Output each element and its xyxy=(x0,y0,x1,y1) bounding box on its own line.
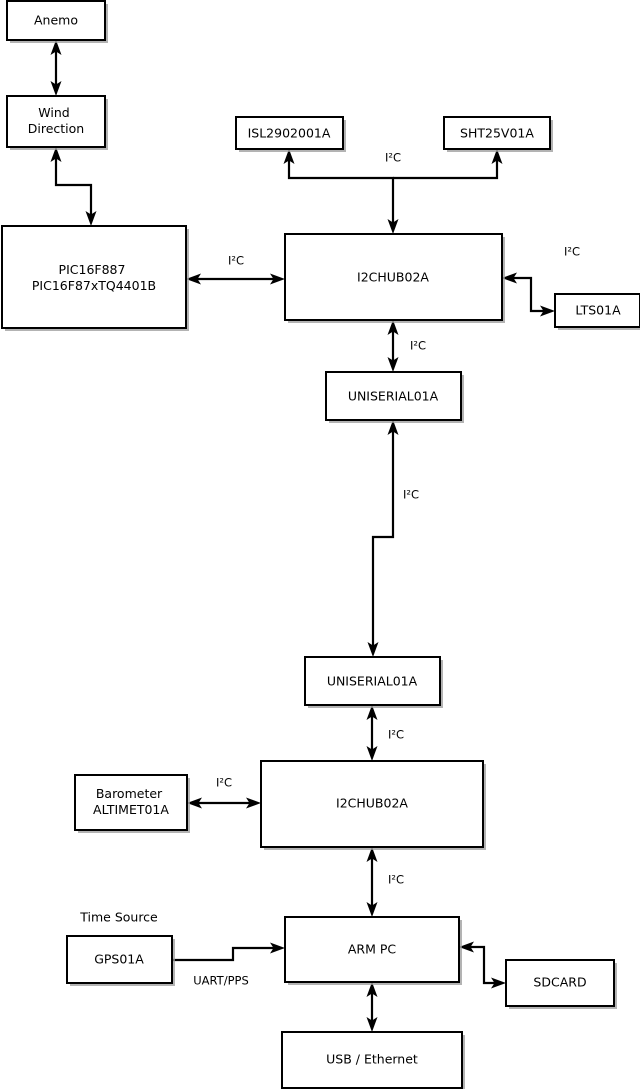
arrow-head-right xyxy=(491,977,506,989)
arrow-head-up xyxy=(366,982,378,997)
node-usb-ethernet[interactable]: USB / Ethernet xyxy=(281,1031,465,1089)
arrow-head-right xyxy=(270,273,285,285)
node-i2chub02a-top[interactable]: I2CHUB02A xyxy=(284,233,505,323)
node-label-isl2902001a: ISL2902001A xyxy=(248,126,331,141)
edge-label-hub-lts: I²C xyxy=(564,245,580,259)
arrow-head-down xyxy=(85,211,97,226)
arrow-head-down xyxy=(387,357,399,372)
edge-anemo-wind-direction[interactable] xyxy=(50,40,62,96)
node-label-uniserial01a-top: UNISERIAL01A xyxy=(348,389,439,404)
edge-uniserial-bottom-i2chub-bottom[interactable]: I²C xyxy=(366,705,405,761)
edge-label-uniserial-hub2: I²C xyxy=(388,728,404,742)
arrow-head-down xyxy=(366,746,378,761)
node-label-anemo: Anemo xyxy=(34,13,78,28)
edge-label-hub-uniserial: I²C xyxy=(410,339,426,353)
edge-arm-pc-usb-ethernet[interactable] xyxy=(366,982,378,1032)
edge-barometer-i2chub-bottom[interactable]: I²C xyxy=(187,776,261,809)
node-isl2902001a[interactable]: ISL2902001A xyxy=(235,116,346,152)
arrow-head-left xyxy=(186,273,201,285)
edge-arm-pc-sdcard[interactable] xyxy=(459,941,506,989)
node-label-gps01a: GPS01A xyxy=(94,952,144,967)
arrow-head-up-isl xyxy=(283,149,295,164)
edges-layer: I²C I²C I²C xyxy=(50,40,580,1032)
arrow-head-up xyxy=(50,40,62,55)
node-sdcard[interactable]: SDCARD xyxy=(505,959,617,1009)
node-barometer-altimet01a[interactable]: Barometer ALTIMET01A xyxy=(74,774,190,833)
arrow-head-up xyxy=(366,705,378,720)
node-label-usb-ethernet: USB / Ethernet xyxy=(326,1052,418,1067)
node-wind-direction[interactable]: Wind Direction xyxy=(6,95,108,150)
node-label-lts01a: LTS01A xyxy=(575,303,621,318)
arrow-head-down xyxy=(366,1017,378,1032)
edge-label-uniserial-link: I²C xyxy=(403,488,419,502)
edge-pic-i2chub-top[interactable]: I²C xyxy=(186,254,285,285)
arrow-head-right xyxy=(246,797,261,809)
node-sht25v01a[interactable]: SHT25V01A xyxy=(443,116,553,152)
node-uniserial01a-bottom[interactable]: UNISERIAL01A xyxy=(304,656,443,708)
arrow-head-left xyxy=(502,272,517,284)
arrow-head-up-sht xyxy=(491,149,503,164)
arrow-head-up xyxy=(50,147,62,162)
edge-i2chub-bottom-arm-pc[interactable]: I²C xyxy=(366,847,405,917)
node-label-i2chub02a-bottom: I2CHUB02A xyxy=(336,796,408,811)
arrow-head-left xyxy=(459,941,474,953)
node-pic-microcontroller[interactable]: PIC16F887 PIC16F87xTQ4401B xyxy=(1,225,189,331)
node-i2chub02a-bottom[interactable]: I2CHUB02A xyxy=(260,760,486,850)
arrow-head-down xyxy=(366,902,378,917)
arrow-head-down xyxy=(367,642,379,657)
edge-gps-arm-pc[interactable]: UART/PPS xyxy=(172,942,285,988)
arrow-head-up xyxy=(387,420,399,435)
edge-i2chub-top-uniserial-top[interactable]: I²C xyxy=(387,320,427,372)
edge-i2chub-top-lts[interactable]: I²C xyxy=(502,245,580,317)
node-arm-pc[interactable]: ARM PC xyxy=(284,916,462,985)
node-label-sht25v01a: SHT25V01A xyxy=(460,126,534,141)
node-anemo[interactable]: Anemo xyxy=(6,0,108,43)
arrow-head-up xyxy=(366,847,378,862)
edge-uniserial-top-bottom[interactable]: I²C xyxy=(367,420,420,657)
node-label-i2chub02a-top: I2CHUB02A xyxy=(357,270,429,285)
arrow-head-right xyxy=(540,305,555,317)
node-label-barometer: Barometer ALTIMET01A xyxy=(93,786,169,817)
node-label-sdcard: SDCARD xyxy=(533,975,586,990)
node-label-uniserial01a-bottom: UNISERIAL01A xyxy=(327,674,418,689)
edge-label-hub-sensors: I²C xyxy=(385,151,401,165)
node-label-pic: PIC16F887 PIC16F87xTQ4401B xyxy=(32,262,156,293)
edge-label-gps-arm: UART/PPS xyxy=(193,974,249,988)
label-time-source: Time Source xyxy=(79,910,158,925)
edge-label-baro-hub2: I²C xyxy=(216,776,232,790)
arrow-head-left xyxy=(187,797,202,809)
arrow-head-up xyxy=(387,320,399,335)
node-lts01a[interactable]: LTS01A xyxy=(554,293,640,330)
node-gps01a[interactable]: GPS01A xyxy=(66,935,175,986)
edge-label-pic-hub: I²C xyxy=(228,254,244,268)
node-label-arm-pc: ARM PC xyxy=(348,942,397,957)
node-label-wind-direction: Wind Direction xyxy=(28,105,84,136)
edge-wind-direction-pic[interactable] xyxy=(50,147,97,226)
node-uniserial01a-top[interactable]: UNISERIAL01A xyxy=(325,371,464,423)
edge-i2chub-top-sensors[interactable]: I²C xyxy=(283,149,503,234)
edge-label-hub2-arm: I²C xyxy=(388,873,404,887)
arrow-head-down xyxy=(50,81,62,96)
arrow-head-down-hub xyxy=(387,219,399,234)
free-labels-layer: Time Source xyxy=(79,910,158,925)
arrow-head-right xyxy=(270,942,285,954)
